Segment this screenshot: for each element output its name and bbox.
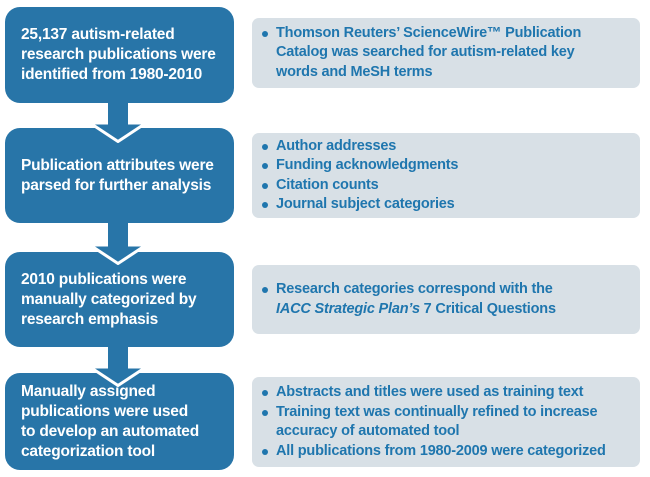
- step-text: 2010 publications were manually categori…: [21, 270, 197, 328]
- bullet-item: Abstracts and titles were used as traini…: [262, 383, 636, 403]
- step-box-automated-tool: Manually assigned publications were used…: [5, 373, 234, 470]
- down-arrow-1: [86, 103, 150, 143]
- bullet-text: Author addresses: [276, 137, 397, 154]
- bullet-text: Journal subject categories: [276, 196, 455, 212]
- bullet-dot-icon: [262, 287, 268, 293]
- down-arrow-2: [86, 223, 150, 265]
- step-box-attributes-parsed: Publication attributes were parsed for f…: [5, 128, 234, 223]
- bullet-text: Funding acknowledgments: [276, 157, 459, 173]
- bullet-list: Research categories correspond with the …: [262, 280, 636, 319]
- detail-panel-search-method: Thomson Reuters’ ScienceWire™ Publicatio…: [252, 18, 640, 88]
- bullet-text: Research categories correspond with the …: [276, 280, 556, 319]
- bullet-dot-icon: [262, 390, 268, 396]
- bullet-item: Funding acknowledgments: [262, 156, 636, 176]
- bullet-dot-icon: [262, 143, 268, 150]
- detail-panel-training-text: Abstracts and titles were used as traini…: [252, 377, 640, 467]
- down-arrow-3: [86, 347, 150, 387]
- bullet-text: Abstracts and titles were used as traini…: [276, 384, 584, 400]
- bullet-item: Journal subject categories: [262, 195, 636, 215]
- bullet-dot-icon: [262, 163, 268, 169]
- detail-panel-research-categories: Research categories correspond with the …: [252, 265, 640, 334]
- bullet-text-suffix: 7 Critical Questions: [419, 300, 556, 317]
- bullet-item: Citation counts: [262, 176, 636, 196]
- bullet-text-prefix: Research categories correspond with the: [276, 281, 553, 297]
- bullet-text: Thomson Reuters’ ScienceWire™ Publicatio…: [276, 24, 582, 80]
- bullet-item: Author addresses: [262, 137, 636, 157]
- bullet-text: All publications from 1980-2009 were cat…: [276, 442, 606, 459]
- bullet-text: Citation counts: [276, 176, 379, 193]
- bullet-list: Author addresses Funding acknowledgments…: [262, 137, 636, 215]
- bullet-list: Abstracts and titles were used as traini…: [262, 383, 636, 461]
- bullet-dot-icon: [262, 409, 268, 416]
- step-box-manual-categorization: 2010 publications were manually categori…: [5, 252, 234, 347]
- bullet-list: Thomson Reuters’ ScienceWire™ Publicatio…: [262, 24, 636, 83]
- bullet-dot-icon: [262, 30, 268, 37]
- bullet-dot-icon: [262, 182, 268, 189]
- step-text: 25,137 autism-related research publicati…: [21, 26, 216, 83]
- step-box-publications-identified: 25,137 autism-related research publicati…: [5, 7, 234, 103]
- bullet-dot-icon: [262, 202, 268, 208]
- bullet-item: Research categories correspond with the …: [262, 280, 636, 319]
- strategic-plan-title: IACC Strategic Plan’s: [276, 300, 420, 317]
- detail-panel-parsed-attributes: Author addresses Funding acknowledgments…: [252, 133, 640, 218]
- bullet-dot-icon: [262, 448, 268, 455]
- bullet-item: Training text was continually refined to…: [262, 403, 636, 442]
- step-text: Publication attributes were parsed for f…: [21, 156, 214, 194]
- bullet-text: Training text was continually refined to…: [276, 403, 598, 440]
- step-text: Manually assigned publications were used…: [21, 382, 199, 460]
- bullet-item: All publications from 1980-2009 were cat…: [262, 442, 636, 462]
- bullet-item: Thomson Reuters’ ScienceWire™ Publicatio…: [262, 24, 636, 83]
